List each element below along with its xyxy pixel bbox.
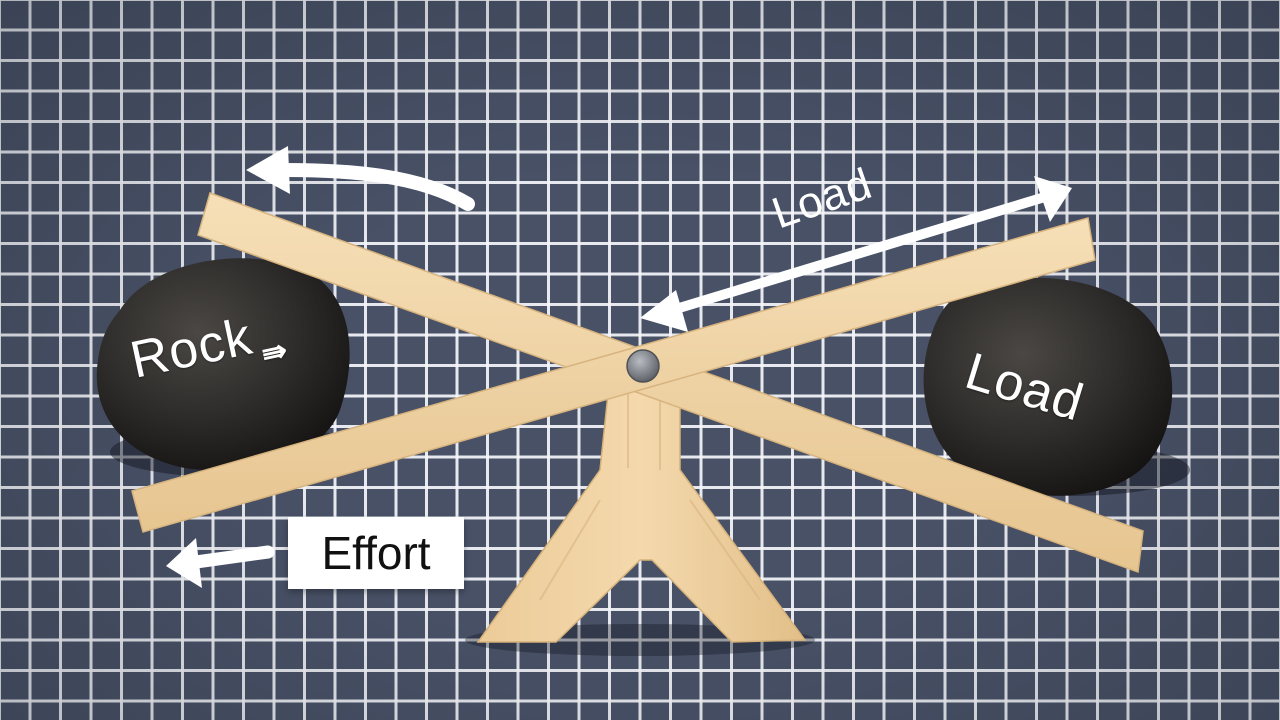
top-curved-arrowhead — [246, 146, 290, 194]
right-rock — [923, 277, 1173, 496]
load-arrowhead-right — [1034, 176, 1072, 222]
effort-label-box: Effort — [288, 517, 464, 589]
stand-grain — [539, 388, 761, 601]
fulcrum-stand — [476, 374, 807, 643]
top-curved-arrow — [278, 163, 475, 211]
lever-plank-descending — [197, 192, 1144, 574]
pivot-bolt — [626, 349, 660, 383]
load-double-arrow-shaft — [661, 191, 1053, 317]
left-rock — [96, 258, 350, 471]
lever-plank-ascending — [131, 217, 1096, 533]
effort-arrow-shaft — [189, 545, 275, 569]
effort-arrowhead — [166, 538, 202, 588]
effort-label: Effort — [321, 527, 431, 579]
load-arrowhead-left — [640, 290, 688, 332]
